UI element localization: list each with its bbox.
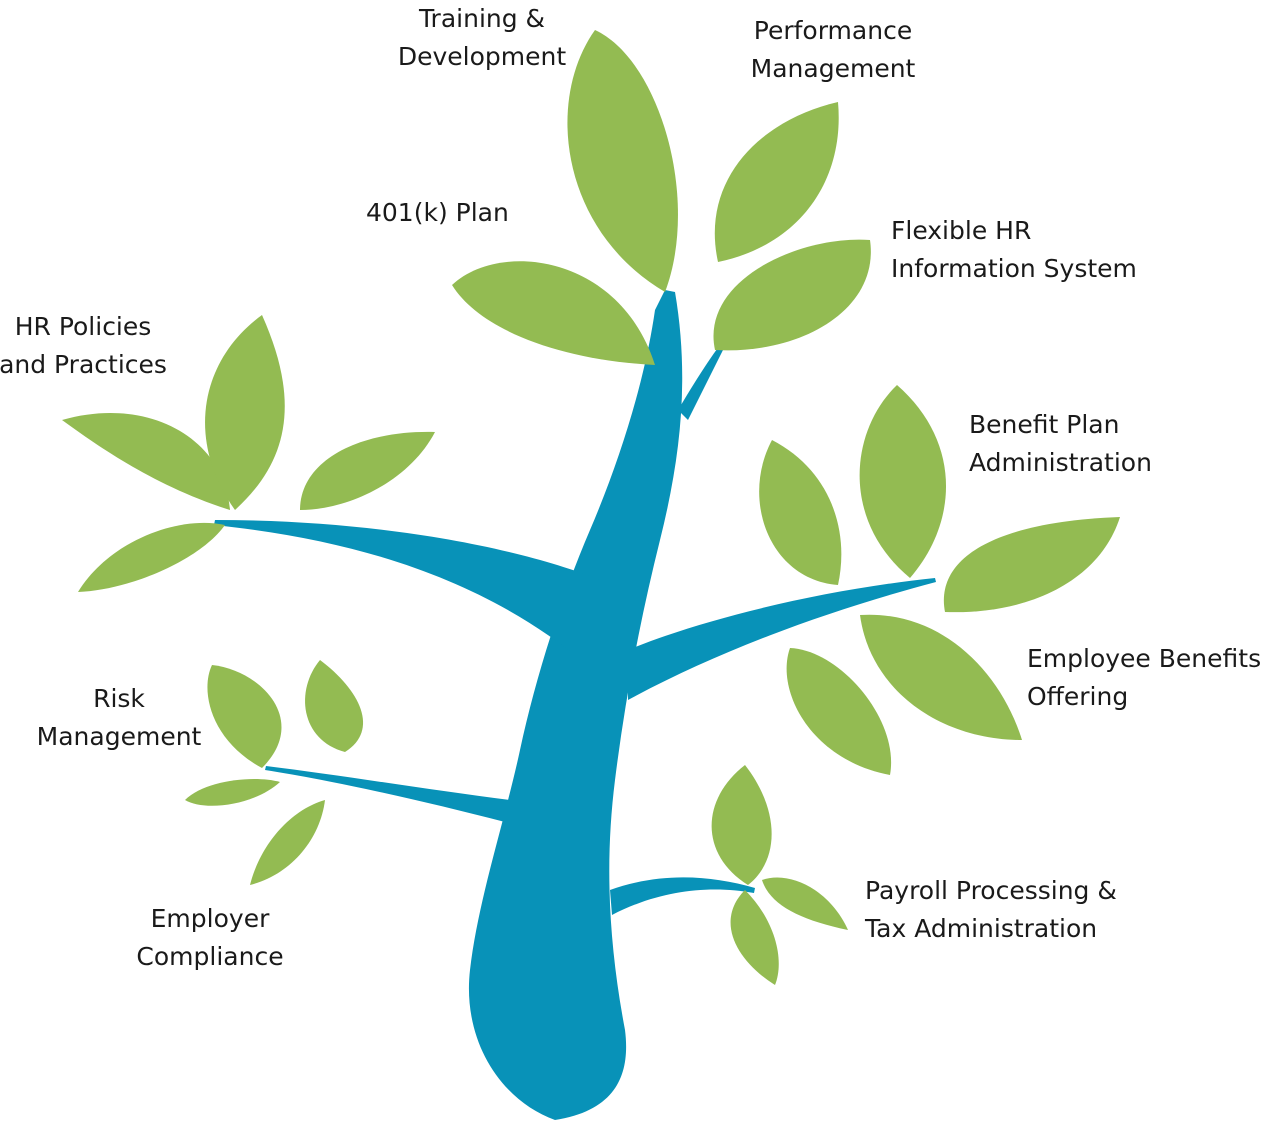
leaf [205, 315, 285, 510]
leaf [185, 779, 280, 806]
tree-trunk [214, 290, 936, 1120]
leaf [207, 665, 282, 768]
leaf [305, 660, 364, 752]
label-training-development: Training & Development [392, 0, 572, 76]
label-performance-management: Performance Management [740, 12, 926, 88]
label-line: Development [397, 42, 567, 71]
leaf [786, 648, 892, 775]
label-401k-plan: 401(k) Plan [366, 194, 509, 232]
leaf [300, 431, 435, 510]
label-line: Tax Administration [865, 914, 1098, 943]
label-hr-policies-practices: HR Policies and Practices [0, 308, 178, 384]
label-risk-management: Risk Management [30, 680, 208, 756]
leaf [762, 877, 848, 930]
label-line: Performance [753, 16, 913, 45]
leaf [250, 800, 325, 885]
leaf [860, 614, 1022, 740]
leaf [713, 239, 871, 351]
label-employee-benefits-offering: Employee Benefits Offering [1027, 640, 1261, 716]
label-line: Offering [1027, 682, 1129, 711]
label-line: and Practices [0, 350, 167, 379]
label-line: Training & [418, 4, 546, 33]
label-line: Management [750, 54, 916, 83]
label-benefit-plan-administration: Benefit Plan Administration [969, 406, 1152, 482]
label-line: Risk [93, 684, 145, 713]
leaf [859, 385, 947, 578]
label-line: Flexible HR [891, 216, 1032, 245]
leaf [452, 261, 655, 365]
leaf [711, 765, 772, 885]
label-line: HR Policies [14, 312, 152, 341]
label-line: Compliance [136, 942, 284, 971]
label-employer-compliance: Employer Compliance [120, 900, 300, 976]
leaf [567, 30, 678, 292]
label-line: 401(k) Plan [366, 198, 509, 227]
label-line: Management [36, 722, 202, 751]
label-line: Employer [150, 904, 270, 933]
label-line: Employee Benefits [1027, 644, 1262, 673]
label-line: Administration [969, 448, 1152, 477]
tree-leaves [62, 30, 1120, 985]
leaf [730, 890, 779, 985]
leaf [62, 413, 230, 510]
leaf [759, 440, 842, 585]
label-flexible-hris: Flexible HR Information System [891, 212, 1137, 288]
leaf [714, 102, 839, 262]
label-line: Payroll Processing & [865, 876, 1117, 905]
label-line: Information System [891, 254, 1137, 283]
label-payroll-tax-administration: Payroll Processing & Tax Administration [865, 872, 1117, 948]
leaf [78, 522, 225, 592]
label-line: Benefit Plan [969, 410, 1120, 439]
leaf [943, 517, 1120, 613]
